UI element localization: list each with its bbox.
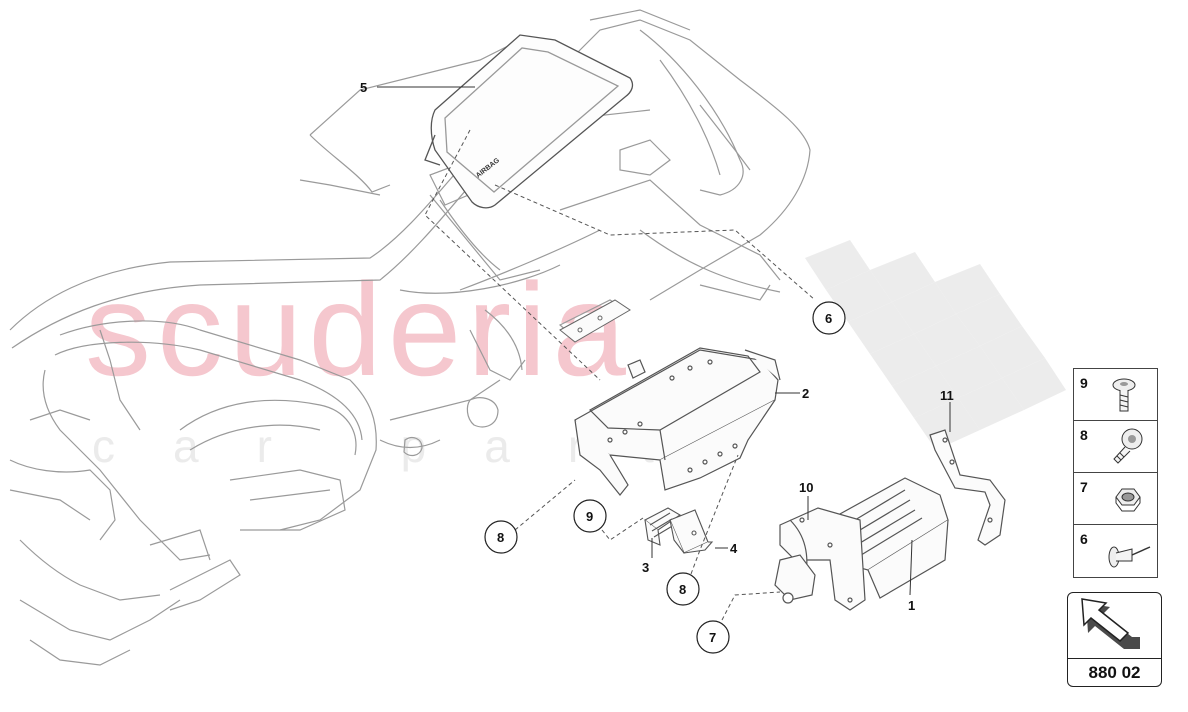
airbag-module-5 — [424, 34, 634, 209]
callout-circle-6 — [812, 301, 846, 335]
callout-1: 1 — [908, 598, 915, 613]
mounting-bracket-2 — [574, 347, 781, 496]
callout-2: 2 — [802, 386, 809, 401]
watermark-brand: scuderia — [85, 256, 632, 403]
hardware-legend: 9 8 7 — [1073, 368, 1158, 578]
legend-row-screw: 8 — [1074, 421, 1157, 473]
callout-circle-9 — [573, 499, 607, 533]
legend-row-rivet: 6 — [1074, 525, 1157, 577]
callout-3: 3 — [642, 560, 649, 575]
legend-num: 7 — [1080, 479, 1088, 495]
dashed-leaders — [424, 129, 816, 621]
watermark-checker — [805, 240, 1066, 450]
screw-icon — [1102, 425, 1152, 474]
nut-icon — [1102, 477, 1152, 526]
callout-circle-8a — [484, 520, 518, 554]
callout-9: 9 — [586, 509, 593, 524]
legend-num: 6 — [1080, 531, 1088, 547]
clip-part-3 — [643, 507, 682, 546]
callout-8a: 8 — [497, 530, 504, 545]
legend-num: 9 — [1080, 375, 1088, 391]
callout-7: 7 — [709, 630, 716, 645]
callout-4: 4 — [730, 541, 738, 556]
callout-8b: 8 — [679, 582, 686, 597]
legend-num: 8 — [1080, 427, 1088, 443]
solid-leaders — [377, 86, 951, 596]
rivet-icon — [1102, 529, 1152, 578]
reference-code: 880 02 — [1068, 658, 1161, 686]
callout-5: 5 — [360, 80, 367, 95]
long-bracket-11 — [929, 429, 1006, 546]
callout-10: 10 — [799, 480, 813, 495]
callout-11: 11 — [940, 388, 954, 403]
bolt-icon — [1102, 373, 1152, 422]
circled-callouts — [484, 301, 846, 654]
callout-circle-8b — [666, 572, 700, 606]
legend-row-nut: 7 — [1074, 473, 1157, 525]
control-unit-1 — [774, 477, 949, 611]
direction-arrow-icon — [1076, 597, 1154, 660]
bracket-part-4 — [669, 509, 714, 554]
callout-6: 6 — [825, 311, 832, 326]
reference-box: 880 02 — [1067, 592, 1162, 687]
legend-row-bolt: 9 — [1074, 369, 1157, 421]
callout-circle-7 — [696, 620, 730, 654]
small-rail — [559, 299, 631, 343]
